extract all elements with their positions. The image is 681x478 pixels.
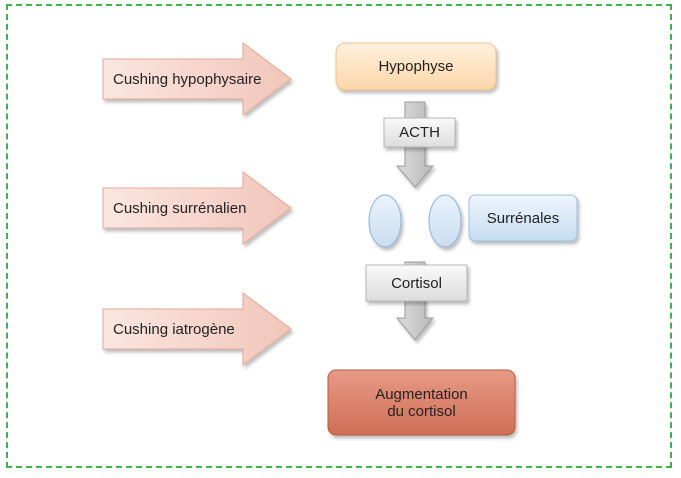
adrenal-gland-left [368, 194, 402, 248]
cushing-hypophysaire-label: Cushing hypophysaire [113, 70, 262, 88]
augmentation-label: Augmentation du cortisol [328, 370, 515, 435]
surrenales-label: Surrénales [486, 209, 560, 227]
augmentation-box [327, 369, 516, 436]
hypophyse-box [335, 42, 497, 91]
adrenal-gland-right [428, 194, 462, 248]
cortisol-box [365, 264, 468, 302]
augmentation-label-line2: du cortisol [387, 402, 456, 420]
diagram-frame [6, 4, 672, 468]
cortisol-label: Cortisol [391, 274, 442, 292]
arrow-cushing-surrenalien [102, 171, 292, 245]
surrenales-box [468, 194, 578, 242]
acth-box [383, 117, 456, 148]
cushing-surrenalien-label: Cushing surrénalien [113, 199, 247, 217]
arrow-cushing-iatrogene [102, 292, 292, 366]
hypophyse-label: Hypophyse [378, 58, 454, 75]
cushing-iatrogene-label: Cushing iatrogène [113, 320, 235, 338]
acth-label: ACTH [399, 124, 440, 141]
arrow-cushing-hypophysaire [102, 42, 292, 116]
augmentation-label-line1: Augmentation [375, 385, 468, 403]
